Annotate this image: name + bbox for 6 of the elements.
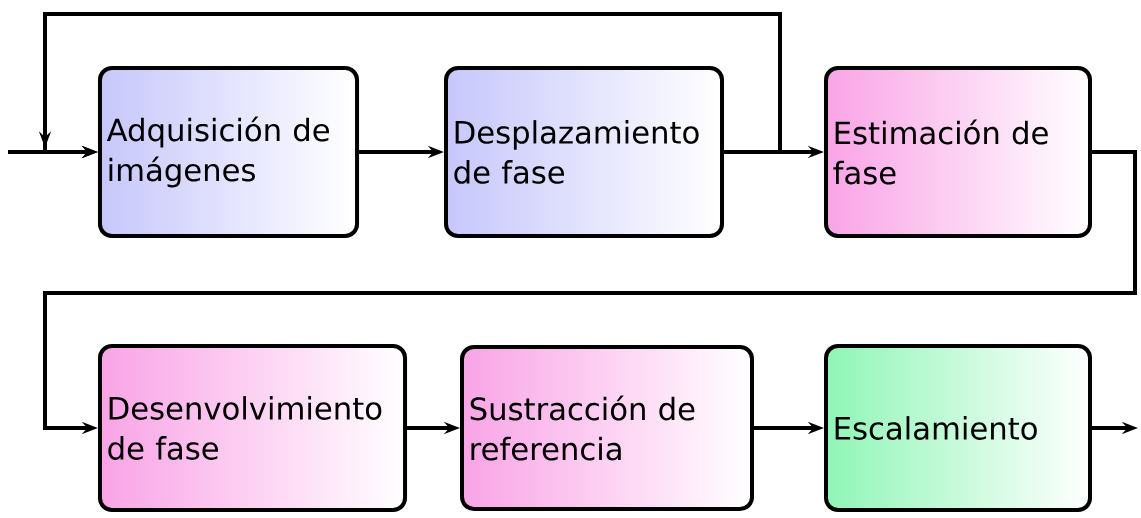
process-box: Adquisición de imágenes — [97, 66, 360, 238]
process-box: Sustracción de referencia — [460, 345, 754, 511]
process-box: Estimación de fase — [824, 66, 1092, 238]
process-box: Desplazamiento de fase — [444, 66, 724, 238]
process-box: Escalamiento — [824, 344, 1092, 512]
process-box: Desenvolvimiento de fase — [97, 344, 408, 512]
